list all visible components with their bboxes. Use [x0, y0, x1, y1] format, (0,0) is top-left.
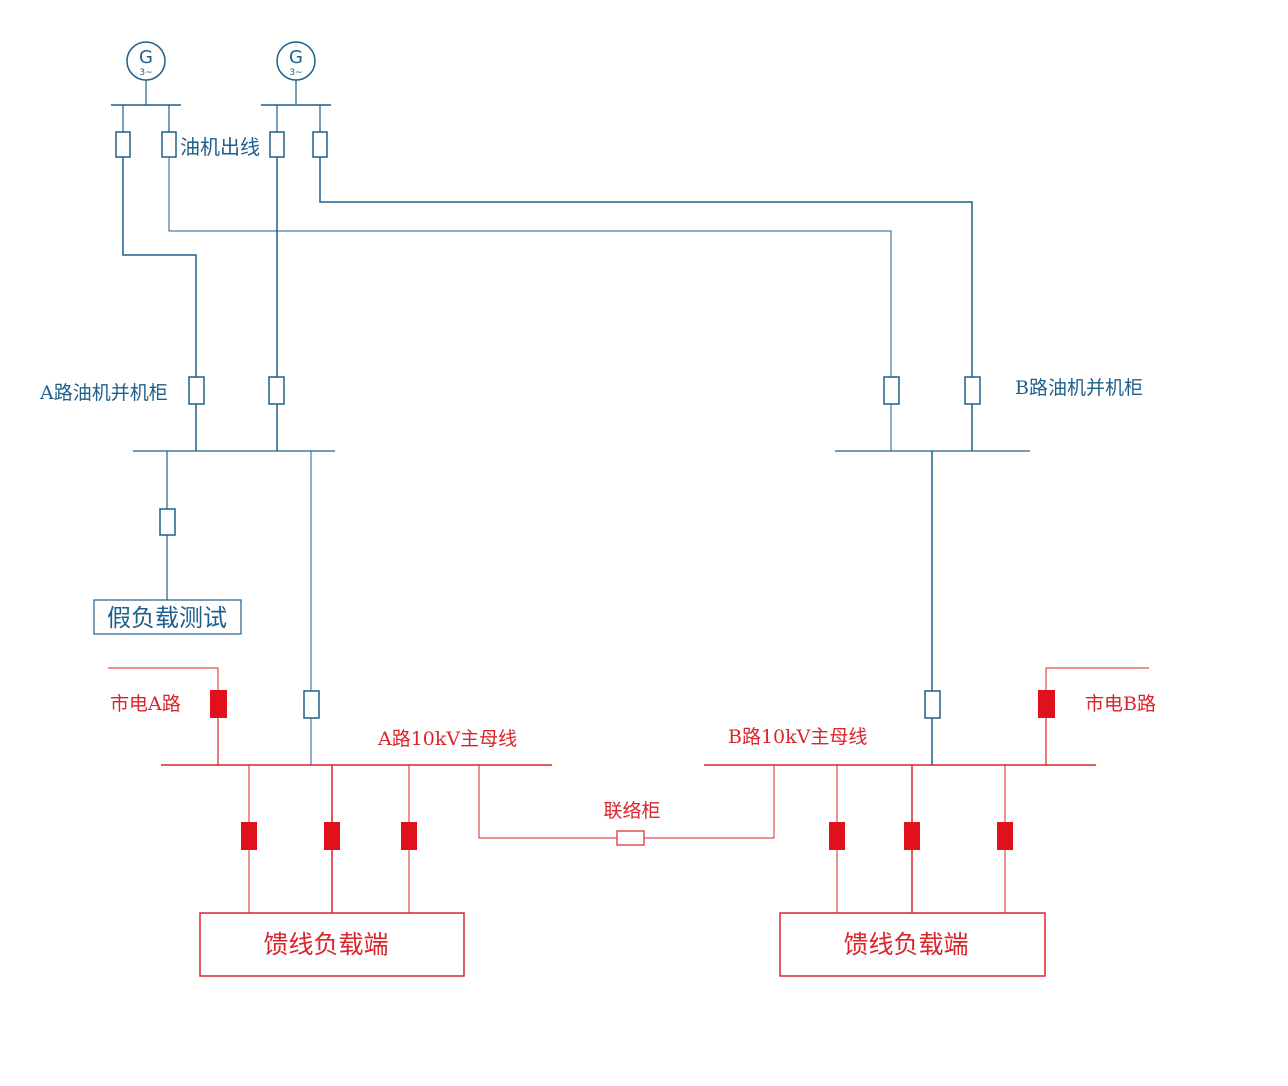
- tie-cabinet: [478, 765, 775, 846]
- mains-b-incoming: [1038, 667, 1149, 765]
- breaker-b-in-1: [883, 376, 900, 405]
- dummy-load-branch: [93, 451, 242, 635]
- generator-buses: [111, 80, 331, 106]
- breaker-mains-b: [1038, 690, 1055, 718]
- breaker-gen1-b: [161, 131, 177, 158]
- b-parallel-cabinet: [835, 376, 1030, 452]
- generator-2: G 3~: [276, 41, 316, 81]
- tie-cabinet-label: 联络柜: [603, 800, 660, 822]
- mains-b-label: 市电B路: [1085, 693, 1156, 715]
- a-gen-to-main-bus: [303, 451, 320, 765]
- bus-a-label: A路10kV主母线: [377, 728, 517, 750]
- bus-b-label: B路10kV主母线: [728, 726, 867, 748]
- breaker-gen2-b: [312, 131, 328, 158]
- breaker-a-in-1: [188, 376, 205, 405]
- breaker-dummy-load: [159, 508, 176, 536]
- breaker-gen1-a: [115, 131, 131, 158]
- mains-a-incoming: [108, 667, 227, 765]
- feeder-load-b-box: [779, 912, 1046, 977]
- gen-feeder-routing: [122, 157, 973, 377]
- generator-1-symbol: G: [139, 47, 153, 68]
- breaker-feeder-a-3: [401, 822, 417, 850]
- breaker-b-in-2: [964, 376, 981, 405]
- b-gen-to-main-bus: [924, 451, 941, 765]
- breaker-b-gen-incoming: [924, 690, 941, 719]
- generator-1: G 3~: [126, 41, 166, 81]
- a-parallel-cabinet-label: A路油机并机柜: [39, 382, 168, 404]
- generator-2-phase: 3~: [289, 68, 302, 78]
- generator-2-symbol: G: [289, 47, 303, 68]
- breaker-feeder-b-1: [829, 822, 845, 850]
- breaker-a-gen-incoming: [303, 690, 320, 719]
- gen-outgoing-label: 油机出线: [180, 135, 260, 159]
- breaker-a-in-2: [268, 376, 285, 405]
- breaker-feeder-a-2: [324, 822, 340, 850]
- breaker-feeder-a-1: [241, 822, 257, 850]
- breaker-feeder-b-2: [904, 822, 920, 850]
- feeders-a: [199, 765, 465, 977]
- feeder-load-b-label: 馈线负载端: [843, 930, 968, 959]
- dummy-load-label: 假负载测试: [107, 604, 227, 632]
- feeder-load-a-label: 馈线负载端: [263, 930, 388, 959]
- breaker-tie: [616, 830, 645, 846]
- feeder-load-a-box: [199, 912, 465, 977]
- breaker-mains-a: [210, 690, 227, 718]
- dummy-load-box: [93, 599, 242, 635]
- b-parallel-cabinet-label: B路油机并机柜: [1015, 377, 1143, 399]
- feeders-b: [779, 765, 1046, 977]
- mains-a-label: 市电A路: [110, 693, 181, 715]
- breaker-feeder-b-3: [997, 822, 1013, 850]
- generator-1-phase: 3~: [139, 68, 152, 78]
- breaker-gen2-a: [269, 131, 285, 158]
